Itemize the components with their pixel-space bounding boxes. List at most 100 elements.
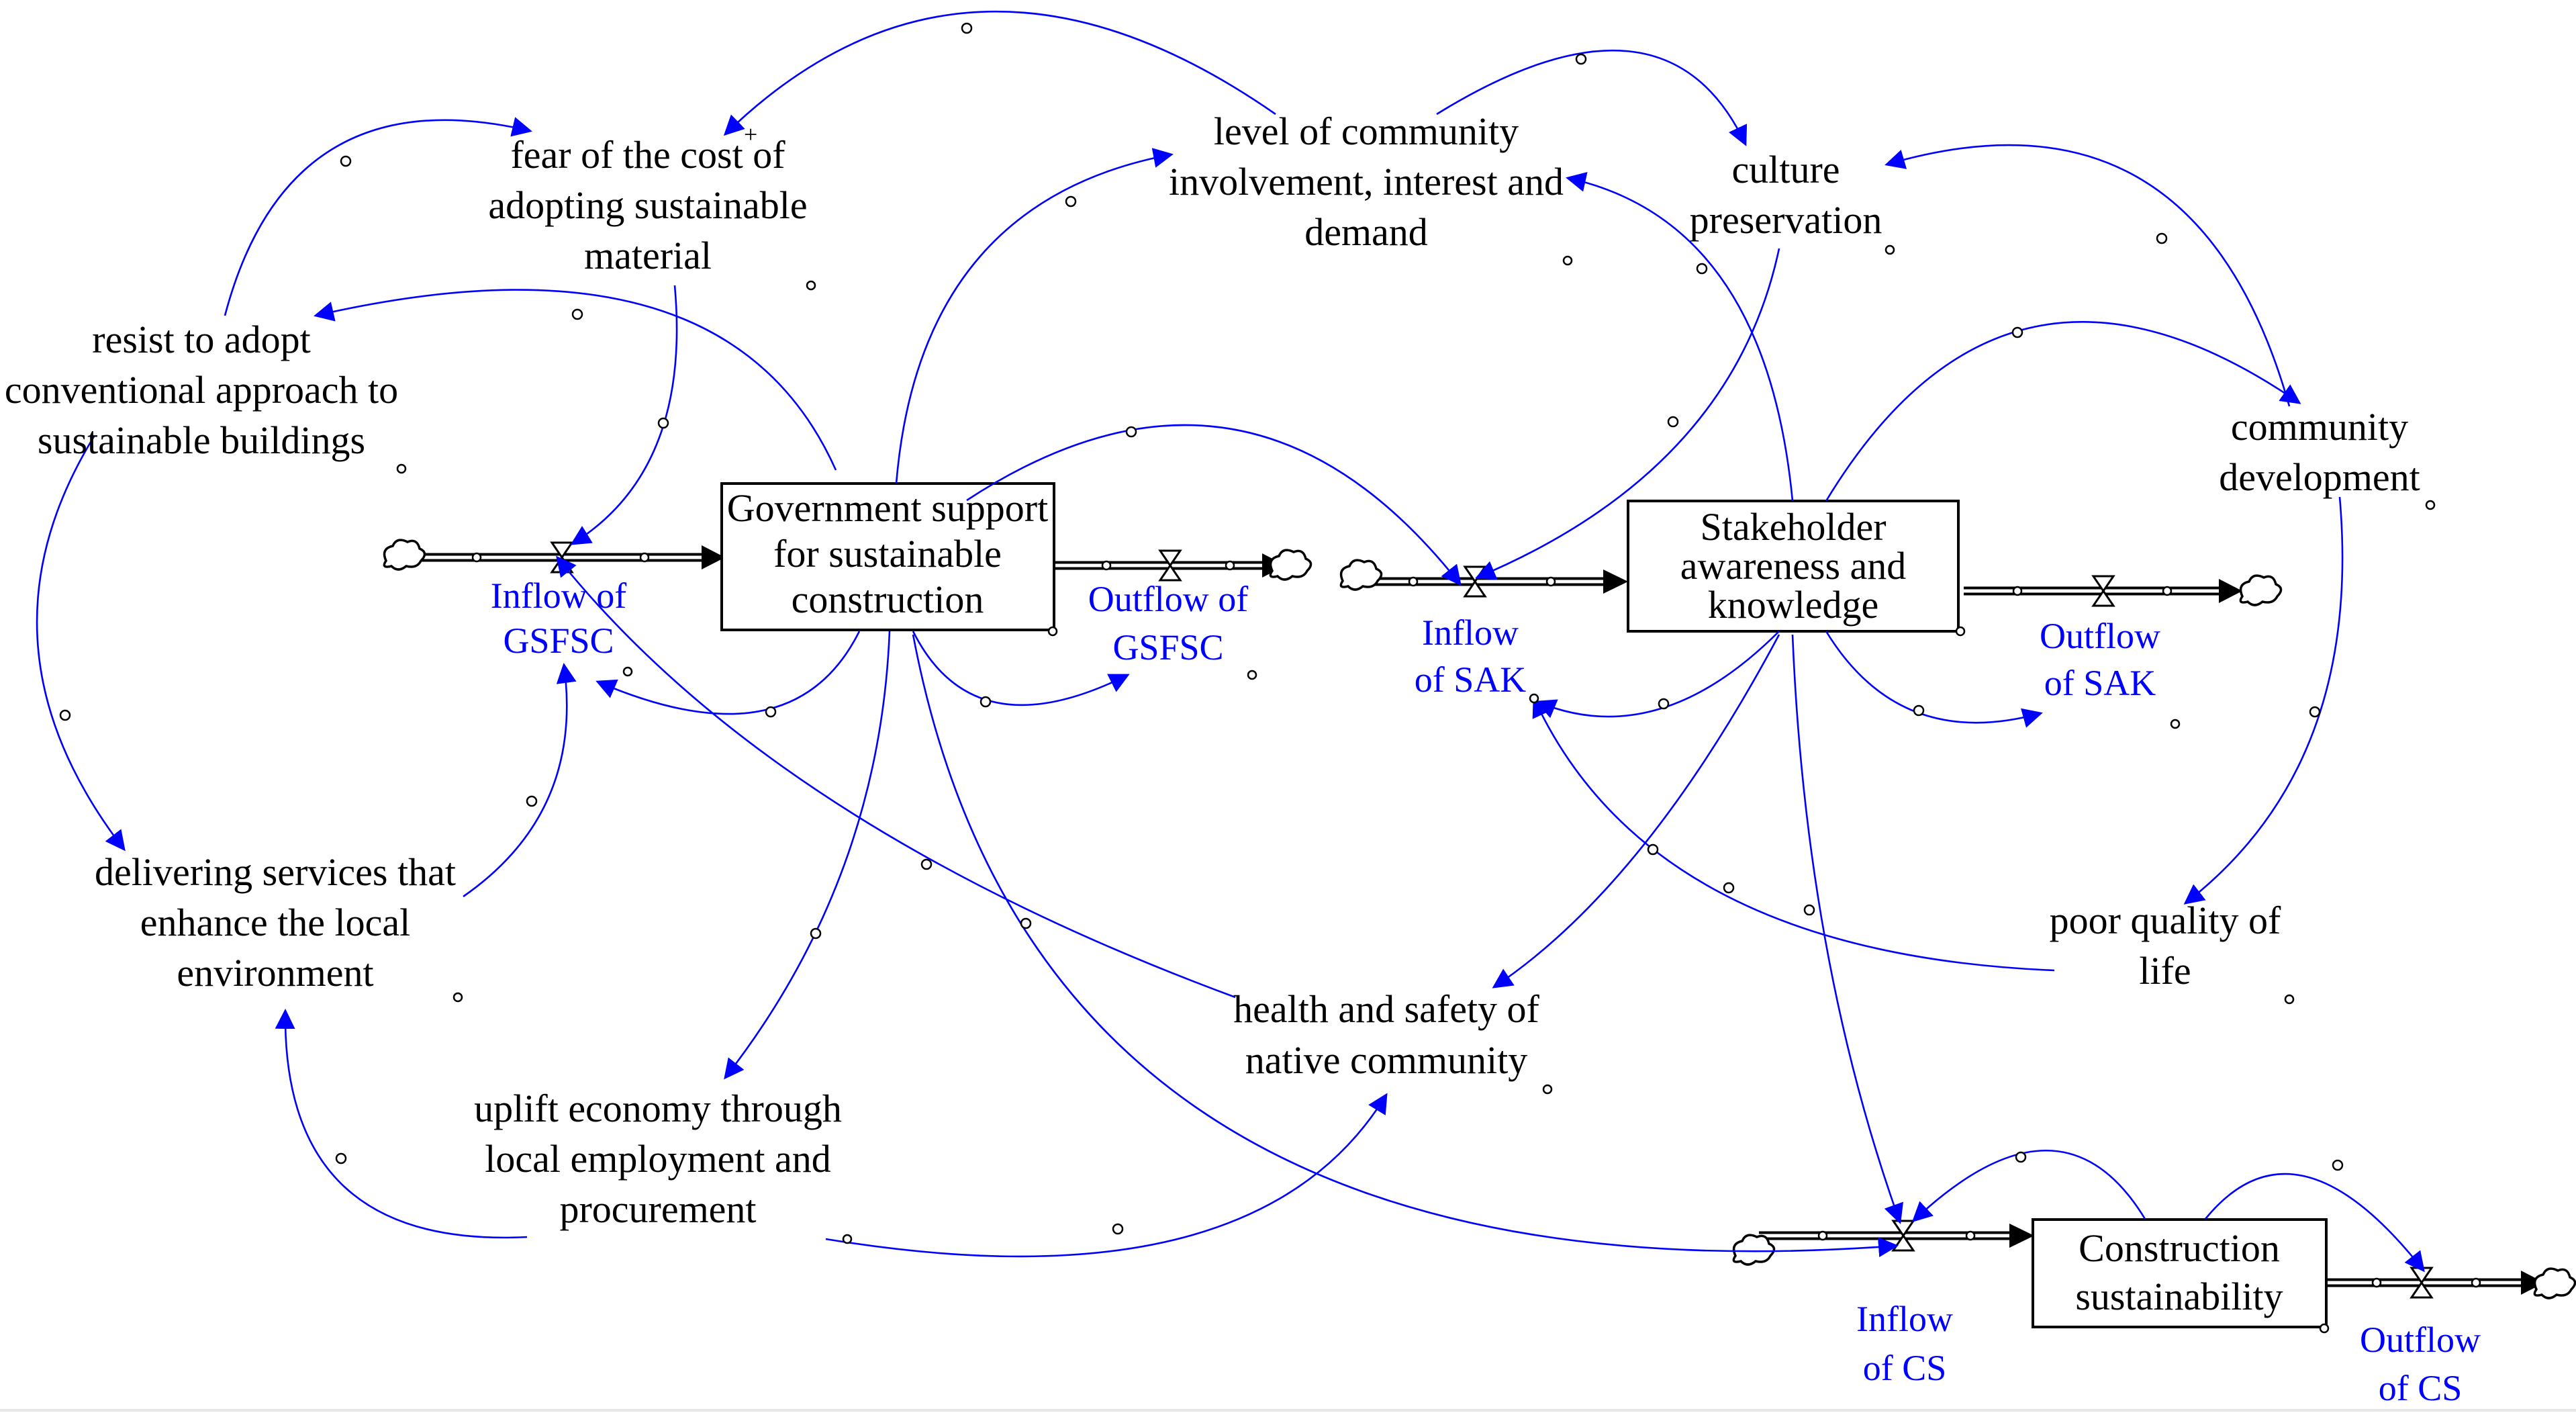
- cloud-source-gsfsc: [383, 539, 426, 571]
- inflow-sak-line2: of SAK: [1415, 659, 1527, 700]
- health-safety-line1: health and safety of: [1233, 987, 1539, 1031]
- delivering-services-line2: enhance the local: [140, 901, 411, 944]
- polarity-marker: +: [744, 121, 757, 148]
- link-gsfsc-to-uplift[interactable]: [724, 631, 891, 1080]
- link-cs-to-outflow-cs[interactable]: [2204, 1173, 2425, 1273]
- stock-sak-line2: awareness and: [1680, 544, 1907, 588]
- link-development-to-poor-quality[interactable]: [2183, 496, 2344, 905]
- delivering-services-line3: environment: [177, 951, 373, 995]
- link-sak-to-outflow-sak[interactable]: [1825, 631, 2043, 728]
- link-involvement-to-culture[interactable]: [1436, 49, 1748, 146]
- stock-gsfsc-line1: Government support: [727, 486, 1048, 530]
- variable-delivering-services[interactable]: delivering services that enhance the loc…: [95, 850, 456, 995]
- link-sak-to-health[interactable]: [1492, 634, 1780, 989]
- causal-links: [36, 10, 2425, 1273]
- link-uplift-to-health[interactable]: [825, 1093, 1388, 1258]
- variable-community-development[interactable]: community development: [2219, 405, 2420, 499]
- outflow-sak-line1: Outflow: [2040, 616, 2160, 656]
- culture-preservation-line1: culture: [1731, 148, 1840, 191]
- delivering-services-line1: delivering services that: [95, 850, 456, 894]
- valve-outflow-cs[interactable]: [2410, 1267, 2434, 1299]
- variable-culture-preservation[interactable]: culture preservation: [1690, 148, 1882, 242]
- link-fear-to-inflow-gsfsc[interactable]: [570, 285, 678, 545]
- link-sak-to-development[interactable]: [1825, 321, 2301, 502]
- rate-outflow-sak[interactable]: Outflow of SAK: [2040, 616, 2160, 703]
- uplift-economy-line2: local employment and: [485, 1137, 830, 1181]
- community-involvement-line3: demand: [1304, 210, 1428, 254]
- cloud-source-sak: [1339, 559, 1383, 591]
- variable-poor-quality[interactable]: poor quality of life: [2050, 899, 2281, 993]
- link-delivering-to-inflow-gsfsc[interactable]: [463, 663, 577, 898]
- stock-sak[interactable]: Stakeholder awareness and knowledge: [1627, 500, 1960, 633]
- fear-cost-line1: fear of the cost of: [510, 133, 785, 177]
- rate-outflow-gsfsc[interactable]: Outflow of GSFSC: [1088, 579, 1248, 668]
- stock-gsfsc-line2: for sustainable: [773, 532, 1002, 576]
- link-gsfsc-to-inflow-cs[interactable]: [912, 634, 1899, 1257]
- pipe-outflow-sak: [1964, 579, 2242, 603]
- link-sak-to-involvement[interactable]: [1566, 172, 1794, 502]
- resist-adopt-line3: sustainable buildings: [38, 418, 365, 462]
- link-culture-to-inflow-sak[interactable]: [1475, 248, 1780, 580]
- rate-inflow-cs[interactable]: Inflow of CS: [1856, 1299, 1953, 1388]
- link-cs-to-inflow-cs[interactable]: [1911, 1149, 2146, 1223]
- stock-gsfsc-line3: construction: [792, 578, 984, 621]
- stock-sak-line3: knowledge: [1708, 583, 1879, 627]
- link-resist-to-fear[interactable]: [224, 117, 532, 316]
- inflow-gsfsc-line1: Inflow of: [491, 576, 626, 616]
- link-handles: [59, 22, 2481, 1288]
- pipe-inflow-gsfsc: [416, 545, 725, 569]
- link-gsfsc-to-outflow-gsfsc[interactable]: [912, 631, 1130, 706]
- clouds: [383, 539, 2576, 1299]
- link-gsfsc-to-inflow-sak[interactable]: [966, 424, 1462, 586]
- link-resist-to-delivering[interactable]: [36, 436, 126, 852]
- cloud-sink-sak: [2239, 574, 2283, 606]
- variable-anchor-dots: [396, 244, 2436, 1334]
- inflow-gsfsc-line2: GSFSC: [503, 621, 614, 661]
- stock-cs-line1: Construction: [2079, 1226, 2280, 1270]
- link-development-to-culture[interactable]: [1885, 144, 2291, 407]
- link-sak-to-inflow-cs[interactable]: [1791, 634, 1904, 1224]
- variable-community-involvement[interactable]: level of community involvement, interest…: [1169, 109, 1564, 254]
- outflow-sak-line2: of SAK: [2044, 663, 2156, 703]
- outflow-gsfsc-line1: Outflow of: [1088, 579, 1248, 619]
- variable-health-safety[interactable]: health and safety of native community: [1233, 987, 1539, 1082]
- stock-cs-line2: sustainability: [2075, 1275, 2283, 1318]
- link-uplift-to-delivering[interactable]: [275, 1009, 528, 1239]
- uplift-economy-line3: procurement: [559, 1187, 756, 1231]
- uplift-economy-line1: uplift economy through: [474, 1087, 842, 1130]
- cloud-sink-gsfsc: [1269, 549, 1313, 581]
- resist-adopt-line1: resist to adopt: [92, 318, 310, 361]
- link-health-to-inflow-gsfsc[interactable]: [556, 555, 1236, 999]
- link-gsfsc-to-inflow-gsfsc[interactable]: [595, 631, 861, 715]
- community-development-line2: development: [2219, 455, 2420, 499]
- rate-inflow-gsfsc[interactable]: Inflow of GSFSC: [491, 576, 626, 661]
- cloud-sink-cs: [2533, 1267, 2576, 1299]
- rate-inflow-sak[interactable]: Inflow of SAK: [1415, 612, 1527, 700]
- rate-outflow-cs[interactable]: Outflow of CS: [2360, 1320, 2481, 1408]
- cloud-source-cs: [1732, 1234, 1776, 1266]
- valve-outflow-gsfsc[interactable]: [1158, 549, 1182, 582]
- fear-cost-line3: material: [584, 234, 712, 277]
- outflow-gsfsc-line2: GSFSC: [1112, 627, 1223, 668]
- community-development-line1: community: [2231, 405, 2408, 449]
- variable-resist-adopt[interactable]: resist to adopt conventional approach to…: [5, 318, 398, 462]
- culture-preservation-line2: preservation: [1690, 198, 1882, 242]
- resist-adopt-line2: conventional approach to: [5, 368, 398, 412]
- link-sak-to-inflow-sak[interactable]: [1535, 631, 1780, 719]
- fear-cost-line2: adopting sustainable: [488, 183, 807, 227]
- outflow-cs-line2: of CS: [2379, 1368, 2463, 1408]
- stock-cs[interactable]: Construction sustainability: [2032, 1218, 2328, 1328]
- link-gsfsc-to-resist[interactable]: [314, 289, 837, 471]
- variable-uplift-economy[interactable]: uplift economy through local employment …: [474, 1087, 842, 1231]
- link-gsfsc-to-involvement[interactable]: [895, 148, 1174, 484]
- valve-outflow-sak[interactable]: [2091, 575, 2115, 607]
- link-involvement-to-fear[interactable]: [723, 10, 1276, 136]
- community-involvement-line1: level of community: [1214, 109, 1519, 153]
- health-safety-line2: native community: [1245, 1038, 1527, 1082]
- poor-quality-line1: poor quality of: [2050, 899, 2281, 942]
- pipe-outflow-cs: [2326, 1271, 2544, 1295]
- community-involvement-line2: involvement, interest and: [1169, 160, 1564, 203]
- variable-fear-cost[interactable]: fear of the cost of adopting sustainable…: [488, 121, 807, 277]
- stock-gsfsc[interactable]: Government support for sustainable const…: [720, 482, 1055, 631]
- link-poor-quality-to-inflow-sak[interactable]: [1532, 696, 2055, 972]
